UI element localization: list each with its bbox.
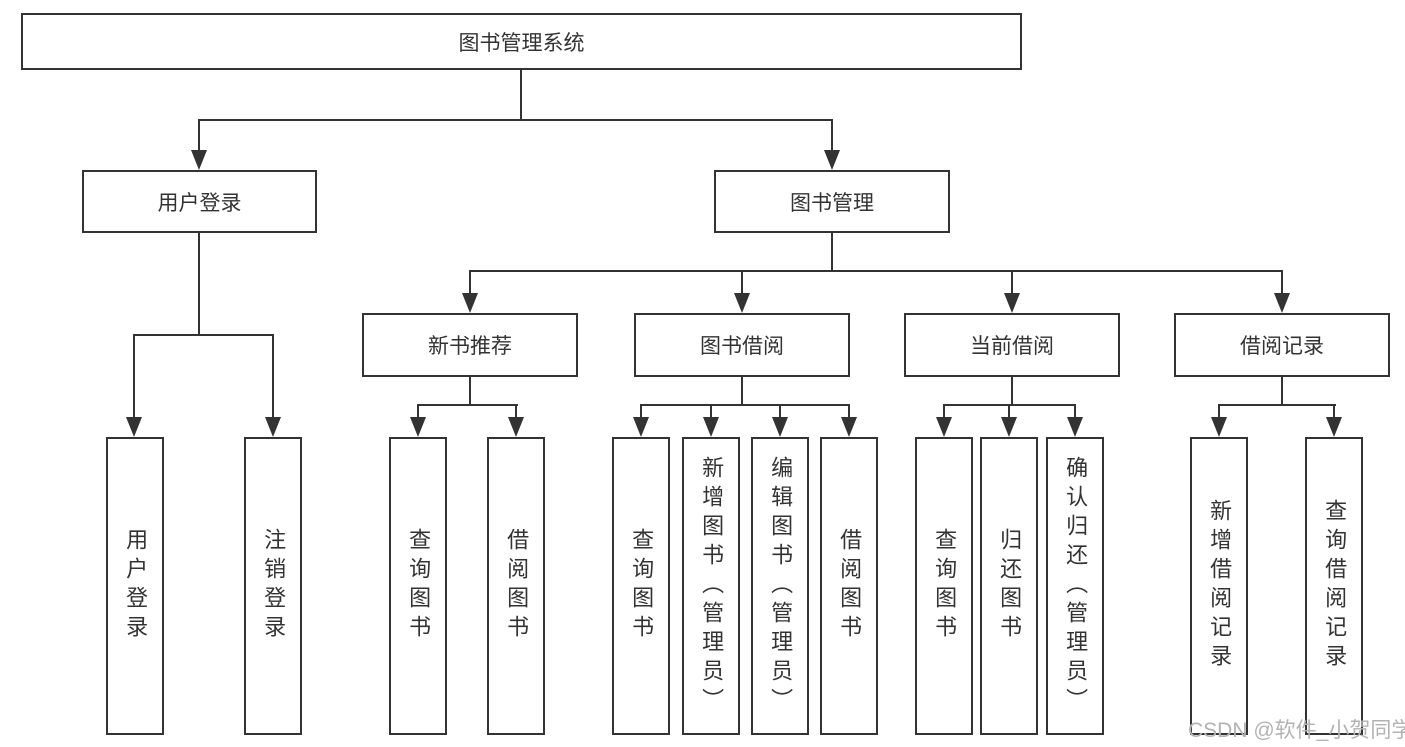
arrow-down-icon <box>1067 417 1083 437</box>
arrow-down-icon <box>633 417 649 437</box>
connector-drop-leaf-user-login <box>133 334 135 418</box>
node-label: 当前借阅 <box>970 335 1054 358</box>
node-label: 新书推荐 <box>428 335 512 358</box>
connector-borrow-records-bar <box>1218 404 1336 406</box>
node-leaf-edit-book-admin: 编辑图书（管理员） <box>751 437 809 735</box>
node-label: 借阅图书 <box>837 528 863 644</box>
connector-drop-leaf <box>640 404 642 418</box>
node-label: 归还图书 <box>997 528 1023 644</box>
connector-root-bar <box>198 119 833 121</box>
connector-current-borrow-stub <box>1011 377 1013 406</box>
connector-drop-leaf <box>1218 404 1220 418</box>
connector-root-stub <box>520 70 522 121</box>
node-library-system: 图书管理系统 <box>21 13 1022 70</box>
connector-recommend-bar <box>417 404 518 406</box>
node-current-borrow: 当前借阅 <box>904 313 1120 377</box>
node-leaf-confirm-return-admin: 确认归还（管理员） <box>1046 437 1104 735</box>
arrow-down-icon <box>734 293 750 313</box>
node-leaf-query-books-current: 查询图书 <box>915 437 973 735</box>
node-label: 编辑图书（管理员） <box>768 455 794 717</box>
connector-drop-leaf <box>417 404 419 418</box>
connector-login-bar <box>133 334 274 336</box>
node-label: 注销登录 <box>261 528 287 644</box>
connector-drop-leaf-logout <box>272 334 274 418</box>
connector-drop-leaf <box>779 404 781 418</box>
arrow-down-icon <box>772 417 788 437</box>
connector-login-stub <box>198 233 200 336</box>
connector-drop-leaf <box>710 404 712 418</box>
node-label: 借阅图书 <box>504 528 530 644</box>
connector-drop-current-borrow <box>1011 270 1013 295</box>
connector-drop-book-borrow <box>741 270 743 295</box>
watermark-text: CSDN @软件_小贺同学 <box>1188 719 1405 742</box>
node-label: 图书管理 <box>790 191 874 215</box>
arrow-down-icon <box>508 417 524 437</box>
node-leaf-borrow-books-recommend: 借阅图书 <box>487 437 545 735</box>
connector-drop-leaf <box>1074 404 1076 418</box>
arrow-down-icon <box>703 417 719 437</box>
node-user-login: 用户登录 <box>82 170 317 233</box>
node-label: 查询图书 <box>932 528 958 644</box>
connector-book-borrow-stub <box>741 377 743 406</box>
node-label: 借阅记录 <box>1240 335 1324 358</box>
connector-borrow-records-stub <box>1281 377 1283 406</box>
node-label: 确认归还（管理员） <box>1063 455 1089 717</box>
node-label: 图书借阅 <box>700 335 784 358</box>
arrow-down-icon <box>462 293 478 313</box>
connector-recommend-stub <box>469 377 471 406</box>
connector-book-borrow-bar <box>640 404 850 406</box>
node-leaf-return-books: 归还图书 <box>980 437 1038 735</box>
connector-drop-recommend <box>469 270 471 295</box>
node-leaf-query-books-recommend: 查询图书 <box>389 437 447 735</box>
arrow-down-icon <box>824 150 840 170</box>
node-label: 用户登录 <box>123 528 149 644</box>
arrow-down-icon <box>1004 293 1020 313</box>
connector-drop-leaf <box>943 404 945 418</box>
connector-drop-borrow-records <box>1281 270 1283 295</box>
node-leaf-add-book-admin: 新增图书（管理员） <box>682 437 740 735</box>
connector-mgmt-stub <box>831 233 833 272</box>
arrow-down-icon <box>1326 417 1342 437</box>
arrow-down-icon <box>126 417 142 437</box>
arrow-down-icon <box>1274 293 1290 313</box>
connector-mgmt-bar <box>469 270 1283 272</box>
connector-drop-leaf <box>515 404 517 418</box>
node-label: 用户登录 <box>157 191 242 215</box>
connector-drop-leaf <box>848 404 850 418</box>
node-book-management: 图书管理 <box>714 170 950 233</box>
connector-drop-book-management <box>831 119 833 152</box>
node-label: 查询借阅记录 <box>1322 499 1348 673</box>
node-label: 新增借阅记录 <box>1207 499 1233 673</box>
connector-drop-leaf <box>1008 404 1010 418</box>
node-leaf-logout-login: 注销登录 <box>244 437 302 735</box>
connector-drop-user-login <box>198 119 200 152</box>
arrow-down-icon <box>410 417 426 437</box>
node-leaf-add-borrow-record: 新增借阅记录 <box>1190 437 1248 735</box>
node-leaf-user-login: 用户登录 <box>106 437 164 735</box>
connector-drop-leaf <box>1333 404 1335 418</box>
node-label: 图书管理系统 <box>458 31 585 55</box>
node-leaf-query-borrow-record: 查询借阅记录 <box>1305 437 1363 735</box>
node-new-book-recommend: 新书推荐 <box>362 313 578 377</box>
arrow-down-icon <box>191 150 207 170</box>
node-label: 查询图书 <box>629 528 655 644</box>
node-book-borrow: 图书借阅 <box>634 313 850 377</box>
node-borrow-records: 借阅记录 <box>1174 313 1390 377</box>
arrow-down-icon <box>936 417 952 437</box>
node-label: 新增图书（管理员） <box>699 455 725 717</box>
arrow-down-icon <box>265 417 281 437</box>
arrow-down-icon <box>1211 417 1227 437</box>
arrow-down-icon <box>1001 417 1017 437</box>
node-leaf-borrow-books: 借阅图书 <box>820 437 878 735</box>
node-leaf-query-books-borrow: 查询图书 <box>612 437 670 735</box>
node-label: 查询图书 <box>406 528 432 644</box>
arrow-down-icon <box>841 417 857 437</box>
